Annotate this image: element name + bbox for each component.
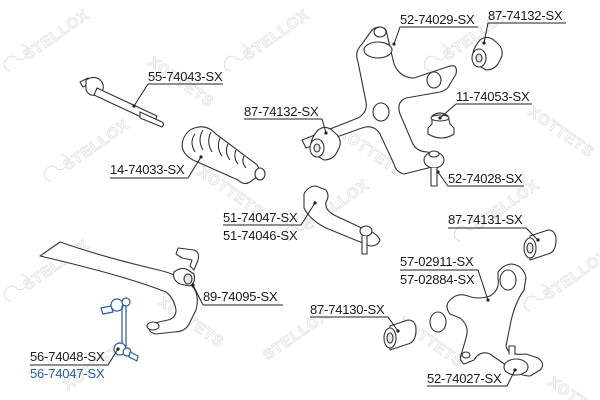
part-label-56-74047-selected[interactable]: 56-74047-SX — [30, 366, 105, 381]
upper-ball-joint-part[interactable] — [423, 150, 445, 187]
lower-arm-bushing-rear-part[interactable] — [523, 229, 557, 261]
part-label-11-74053[interactable]: 11-74053-SX — [456, 89, 530, 104]
part-label-14-74033[interactable]: 14-74033-SX — [110, 162, 185, 177]
part-label-51-74046[interactable]: 51-74046-SX — [223, 228, 298, 243]
part-label-55-74043[interactable]: 55-74043-SX — [148, 69, 223, 84]
part-label-56-74048[interactable]: 56-74048-SX — [30, 349, 105, 364]
leader-lines — [30, 22, 566, 387]
stabilizer-link-part[interactable] — [100, 297, 139, 362]
part-label-52-74029[interactable]: 52-74029-SX — [400, 12, 475, 27]
lower-ball-joint-part[interactable] — [503, 345, 529, 376]
upper-arm-bushing-left-part[interactable] — [309, 126, 341, 161]
part-label-87-74132-left[interactable]: 87-74132-SX — [244, 104, 319, 119]
inner-tie-rod-part[interactable] — [79, 76, 165, 128]
stabilizer-bar-part[interactable] — [39, 241, 198, 335]
upper-control-arm-part[interactable] — [301, 26, 457, 175]
rack-boot-part[interactable] — [181, 126, 266, 185]
part-label-89-74095[interactable]: 89-74095-SX — [203, 289, 278, 304]
upper-arm-bushing-right-part[interactable] — [471, 36, 503, 71]
part-label-87-74132-right[interactable]: 87-74132-SX — [488, 8, 563, 23]
part-label-51-74047[interactable]: 51-74047-SX — [223, 210, 298, 225]
outer-tie-rod-end-part[interactable] — [303, 185, 381, 255]
part-label-87-74130[interactable]: 87-74130-SX — [310, 302, 385, 317]
bump-mount-part[interactable] — [427, 112, 455, 139]
lower-arm-bushing-front-part[interactable] — [383, 319, 417, 351]
part-label-52-74028[interactable]: 52-74028-SX — [448, 171, 523, 186]
part-label-52-74027[interactable]: 52-74027-SX — [427, 371, 502, 386]
part-label-87-74131[interactable]: 87-74131-SX — [448, 212, 523, 227]
stabilizer-bushing-part[interactable] — [173, 247, 200, 287]
part-label-57-02884[interactable]: 57-02884-SX — [400, 272, 475, 287]
part-label-57-02911[interactable]: 57-02911-SX — [400, 254, 474, 269]
lower-control-arm-part[interactable] — [429, 263, 544, 377]
